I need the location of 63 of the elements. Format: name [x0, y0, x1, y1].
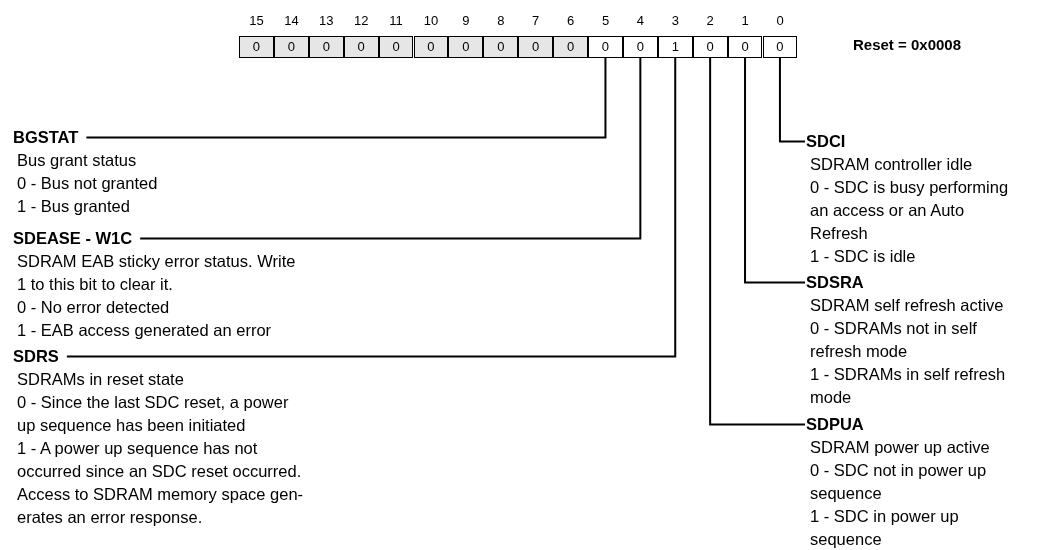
bit-number: 0 — [775, 13, 785, 28]
field-description: 0 - Since the last SDC reset, a power up sequence has been initiated — [16, 392, 290, 436]
bit-number: 2 — [705, 13, 715, 28]
bit-number: 1 — [740, 13, 750, 28]
field-name: SDPUA — [806, 414, 864, 435]
bit-number: 9 — [461, 13, 471, 28]
bit-number: 10 — [422, 13, 440, 28]
field-description: 1 - SDRAMs in self refresh mode — [809, 364, 1007, 408]
connector-line — [778, 57, 806, 143]
field-description: 0 - SDC is busy performing an access or an Auto Refresh — [809, 177, 1010, 244]
bit-number: 8 — [496, 13, 506, 28]
field-description: 0 - SDRAMs not in self refresh mode — [809, 318, 978, 362]
field-description: SDRAM self refresh active — [809, 295, 1005, 316]
field-description: 1 - SDC is idle — [809, 246, 917, 267]
field-description: SDRAM controller idle — [809, 154, 974, 175]
field-description: 1 - A power up sequence has not occurred since an SDC reset occurred. Access to SDRAM memory space gen-erates an error response. — [16, 438, 305, 528]
bit-number: 13 — [318, 13, 335, 28]
field-name: SDCI — [806, 131, 846, 152]
field-description: Bus grant status — [16, 150, 138, 171]
register-bit-cell: 0 — [588, 36, 623, 58]
register-bit-cell: 0 — [308, 36, 344, 58]
bit-number: 7 — [531, 13, 541, 28]
register-bit-cell: 0 — [762, 36, 798, 58]
connector-line — [744, 57, 806, 284]
register-bit-cell: 0 — [518, 36, 554, 58]
bit-number: 15 — [248, 13, 265, 28]
field-name: SDSRA — [806, 272, 864, 293]
register-bit-cell: 0 — [727, 36, 763, 58]
bit-number: 12 — [352, 13, 370, 28]
register-bit-cell: 0 — [239, 36, 274, 58]
register-bit-cell: 0 — [343, 36, 379, 58]
field-description: 1 - SDC in power up sequence — [809, 506, 960, 550]
register-bit-cell: 0 — [413, 36, 449, 58]
field-description: 1 - Bus granted — [16, 196, 131, 217]
register-bit-cell: 1 — [657, 36, 693, 58]
field-description: SDRAMs in reset state — [16, 369, 185, 390]
register-bit-cell: 0 — [692, 36, 728, 58]
register-bit-cell: 0 — [378, 36, 414, 58]
field-description: 0 - Bus not granted — [16, 173, 159, 194]
field-description: SDRAM power up active — [809, 437, 991, 458]
field-description: 0 - SDC not in power up sequence — [809, 460, 988, 504]
connector-line — [85, 57, 607, 139]
reset-value: Reset = 0x0008 — [853, 36, 961, 53]
field-description: SDRAM EAB sticky error status. Write 1 to this bit to clear it. — [16, 251, 297, 295]
connector-line — [65, 57, 677, 358]
register-bit-cell: 0 — [553, 36, 588, 58]
register-bit-cell: 0 — [622, 36, 658, 58]
field-name: SDEASE - W1C — [13, 228, 133, 249]
field-description: 1 - EAB access generated an error — [16, 320, 273, 341]
field-name: BGSTAT — [13, 127, 79, 148]
bit-number: 6 — [565, 13, 576, 28]
connector-line — [139, 57, 642, 240]
bit-number: 4 — [635, 13, 645, 28]
bit-number: 5 — [600, 13, 611, 28]
field-name: SDRS — [13, 346, 59, 367]
bit-number: 14 — [283, 13, 300, 28]
register-bit-cell: 0 — [483, 36, 519, 58]
bit-number: 3 — [670, 13, 680, 28]
register-bit-cell: 0 — [448, 36, 484, 58]
field-description: 0 - No error detected — [16, 297, 171, 318]
bit-number: 11 — [388, 13, 404, 28]
connector-line — [709, 57, 806, 426]
register-bit-cell: 0 — [273, 36, 309, 58]
